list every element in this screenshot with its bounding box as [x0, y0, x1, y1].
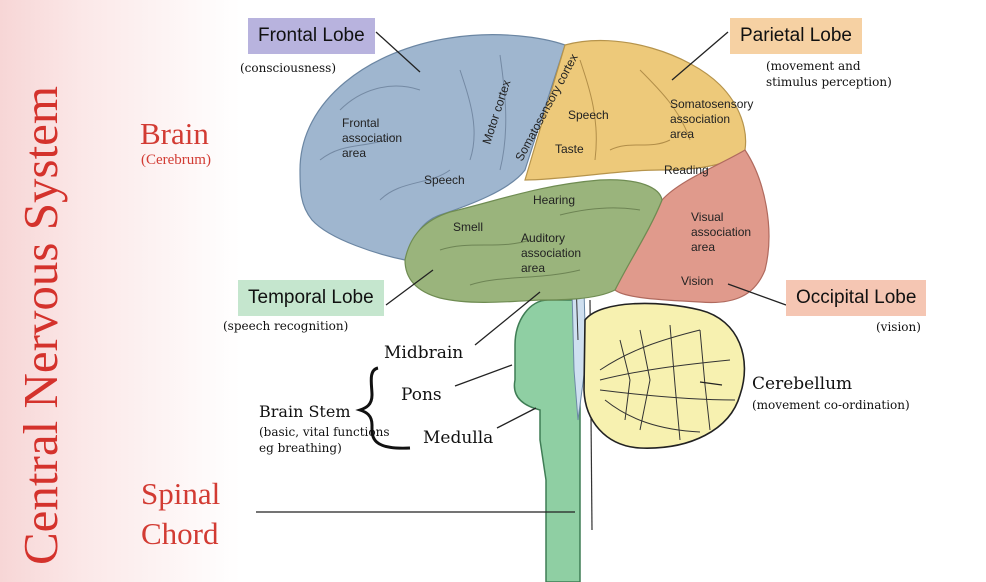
parietal-lobe-function-line2: stimulus perception) — [766, 75, 892, 89]
frontal-leader-line — [375, 31, 421, 73]
brain-heading: Brain — [140, 116, 209, 151]
cerebellum-function: (movement co-ordination) — [752, 398, 910, 412]
parietal-lobe-label: Parietal Lobe — [730, 18, 862, 54]
spinal-heading-line2: Chord — [141, 516, 219, 551]
frontal-lobe-label: Frontal Lobe — [248, 18, 375, 54]
area-hearing: Hearing — [533, 193, 575, 207]
pons-leader-line — [454, 364, 513, 387]
cerebellum-shape — [583, 302, 746, 449]
occipital-leader-line — [727, 283, 787, 306]
parietal-leader-line — [671, 31, 729, 81]
area-taste: Taste — [555, 142, 584, 156]
temporal-lobe-label: Temporal Lobe — [238, 280, 384, 316]
area-speech-left: Speech — [424, 173, 465, 187]
cerebellum-label: Cerebellum — [752, 374, 853, 394]
area-vision: Vision — [681, 274, 713, 288]
area-smell: Smell — [453, 220, 483, 234]
temporal-lobe-function: (speech recognition) — [223, 319, 349, 333]
cerebellum-leader-line — [699, 381, 723, 386]
occipital-lobe-label: Occipital Lobe — [786, 280, 927, 316]
temporal-region — [404, 179, 663, 303]
area-reading: Reading — [664, 163, 709, 177]
brain-stem-shape — [513, 299, 581, 582]
area-speech-top: Speech — [568, 108, 609, 122]
side-band — [0, 0, 240, 582]
frontal-region — [299, 34, 566, 261]
brain-stem-brace — [355, 366, 411, 450]
midbrain-label: Midbrain — [384, 343, 464, 363]
frontal-lobe-function: (consciousness) — [240, 61, 337, 75]
occipital-region — [614, 149, 770, 304]
medulla-label: Medulla — [423, 428, 494, 448]
brain-stem-function-line1: (basic, vital functions — [259, 425, 390, 439]
brain-subheading: (Cerebrum) — [141, 152, 211, 168]
temporal-leader-line — [385, 269, 434, 306]
midbrain-leader-line — [474, 291, 541, 346]
occipital-lobe-function: (vision) — [876, 320, 921, 334]
brain-stem-label: Brain Stem — [259, 402, 351, 421]
medulla-leader-line — [496, 407, 537, 429]
parietal-lobe-function-line1: (movement and — [766, 59, 861, 73]
brain-stem-function-line2: eg breathing) — [259, 441, 342, 455]
pons-label: Pons — [401, 385, 442, 405]
spinal-heading-line1: Spinal — [141, 476, 221, 511]
